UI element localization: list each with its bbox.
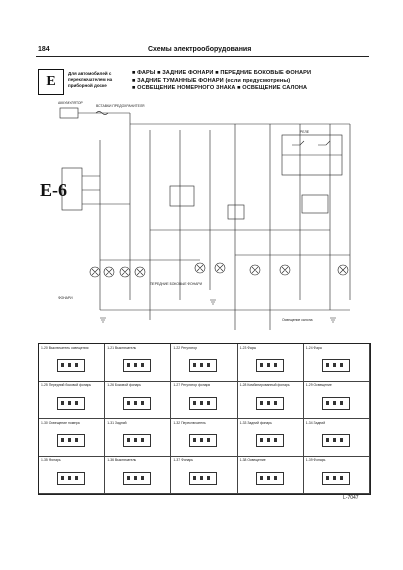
connector-cell: 1-25 Передний боковой фонарь [39, 381, 106, 419]
connector-cell: 1-31 Задний [105, 419, 172, 457]
connector-title: 1-36 Выключатель [107, 458, 137, 462]
header-rule [36, 56, 369, 57]
interior-label: Освещение салона [282, 318, 313, 322]
connector-title: 1-26 Боковой фонарь [107, 383, 142, 387]
connector-cell: 1-36 Выключатель [105, 456, 172, 494]
section-code-side: E-6 [40, 180, 67, 200]
lamp-group-center [194, 262, 291, 276]
connector-cell: 1-33 Задний фонарь [237, 419, 304, 457]
connector-cell: 1-30 Освещение номера [39, 419, 106, 457]
connector-title: 1-38 Освещение [239, 458, 266, 462]
connector-symbol [57, 396, 85, 410]
fuse-label: ВСТАВКИ ПРЕДОХРАНИТЕЛЯ [96, 104, 145, 108]
connector-title: 1-25 Передний боковой фонарь [41, 383, 92, 387]
lamp-group-right [337, 264, 349, 276]
connector-cell: 1-22 Регулятор [171, 344, 238, 382]
headline-line-2: ■ ЗАДНИЕ ТУМАННЫЕ ФОНАРИ (если предусмот… [132, 77, 291, 84]
connector-title: 1-28 Комбинированный фонарь [239, 383, 290, 387]
reference-code: L-7047 [343, 495, 359, 501]
connector-symbol [189, 396, 218, 410]
connector-cell: 1-20 Выключатель освещения [39, 344, 106, 382]
connector-title: 1-33 Задний фонарь [239, 420, 272, 425]
battery-symbol [59, 107, 79, 119]
connector-symbol [189, 434, 218, 447]
connector-symbol [123, 471, 152, 485]
connector-symbol [321, 396, 350, 410]
connector-symbol [123, 434, 152, 447]
connector-cell: 1-27 Регулятор фонаря [171, 381, 238, 419]
connector-symbol [123, 396, 152, 410]
connector-symbol [123, 359, 152, 372]
connector-cell: 1-35 Фонарь [39, 456, 106, 494]
connector-title: 1-30 Освещение номера [41, 420, 80, 425]
switch-box-mid [227, 204, 245, 220]
connector-cell: 1-23 Фары [237, 344, 304, 382]
headline-line-1: ■ ФАРЫ ■ ЗАДНИЕ ФОНАРИ ■ ПЕРЕДНИЕ БОКОВЫ… [132, 70, 312, 76]
section-headline: ■ ФАРЫ ■ ЗАДНИЕ ФОНАРИ ■ ПЕРЕДНИЕ БОКОВЫ… [132, 70, 367, 93]
connector-title: 1-35 Фонарь [41, 458, 61, 462]
light-switch-block [61, 167, 83, 211]
connector-grid: 1-20 Выключатель освещения 1-21 Выключат… [38, 343, 371, 495]
connector-cell: 1-38 Освещение [237, 456, 304, 494]
connector-title: 1-37 Фонарь [173, 458, 193, 462]
page-title: Схемы электрооборудования [148, 46, 252, 53]
section-code: E [46, 74, 56, 89]
relay-label: РЕЛЕ [300, 130, 310, 134]
connector-cell: 1-29 Освещение [303, 381, 370, 419]
section-note: Для автомобилей с переключателем на приб… [68, 71, 113, 88]
connector-cell: 1-32 Переключатель [171, 419, 238, 457]
connector-cell: 1-28 Комбинированный фонарь [237, 381, 304, 419]
connector-title: 1-29 Освещение [305, 383, 332, 387]
connector-symbol [57, 434, 85, 447]
fuse-symbol [95, 111, 109, 115]
connector-cell: 1-24 Фара [303, 344, 370, 382]
connector-symbol [255, 434, 284, 447]
connector-title: 1-34 Задний [305, 420, 326, 425]
connector-symbol [57, 359, 85, 372]
page-number: 184 [38, 46, 50, 53]
connector-cell: 1-21 Выключатель [105, 344, 172, 382]
headlight-label: ФОНАРИ [58, 296, 73, 300]
connector-title: 1-20 Выключатель освещения [41, 345, 89, 350]
connector-symbol [255, 396, 284, 410]
connector-title: 1-27 Регулятор фонаря [173, 383, 211, 387]
headline-line-3: ■ ОСВЕЩЕНИЕ НОМЕРНОГО ЗНАКА ■ ОСВЕЩЕНИЕ … [132, 85, 308, 91]
connector-title: 1-32 Переключатель [173, 420, 206, 425]
switch-box-right [301, 194, 329, 214]
battery-label: АККУМУЛЯТОР [58, 101, 83, 105]
connector-symbol [321, 359, 350, 372]
connector-title: 1-21 Выключатель [107, 345, 137, 350]
connector-cell: 1-37 Фонарь [171, 456, 238, 494]
connector-title: 1-39 Фонарь [305, 458, 326, 462]
side-lights-label: ПЕРЕДНИЕ БОКОВЫЕ ФОНАРИ [150, 282, 203, 286]
middle-relay [169, 185, 195, 207]
connector-title: 1-31 Задний [107, 420, 127, 425]
ground-symbols [100, 299, 336, 323]
connector-symbol [189, 359, 218, 372]
connector-symbol [189, 471, 218, 485]
connector-title: 1-23 Фары [239, 345, 257, 350]
connector-symbol [255, 471, 284, 485]
connector-cell: 1-39 Фонарь [303, 456, 370, 494]
lamp-group-left [89, 266, 146, 278]
connector-symbol [321, 434, 350, 447]
connector-cell: 1-26 Боковой фонарь [105, 381, 172, 419]
connector-symbol [321, 471, 350, 485]
connector-symbol [255, 359, 284, 372]
section-code-box: E [38, 69, 64, 95]
connector-title: 1-24 Фара [305, 345, 322, 350]
connector-cell: 1-34 Задний [303, 419, 370, 457]
connector-symbol [57, 471, 85, 485]
connector-title: 1-22 Регулятор [173, 345, 198, 350]
